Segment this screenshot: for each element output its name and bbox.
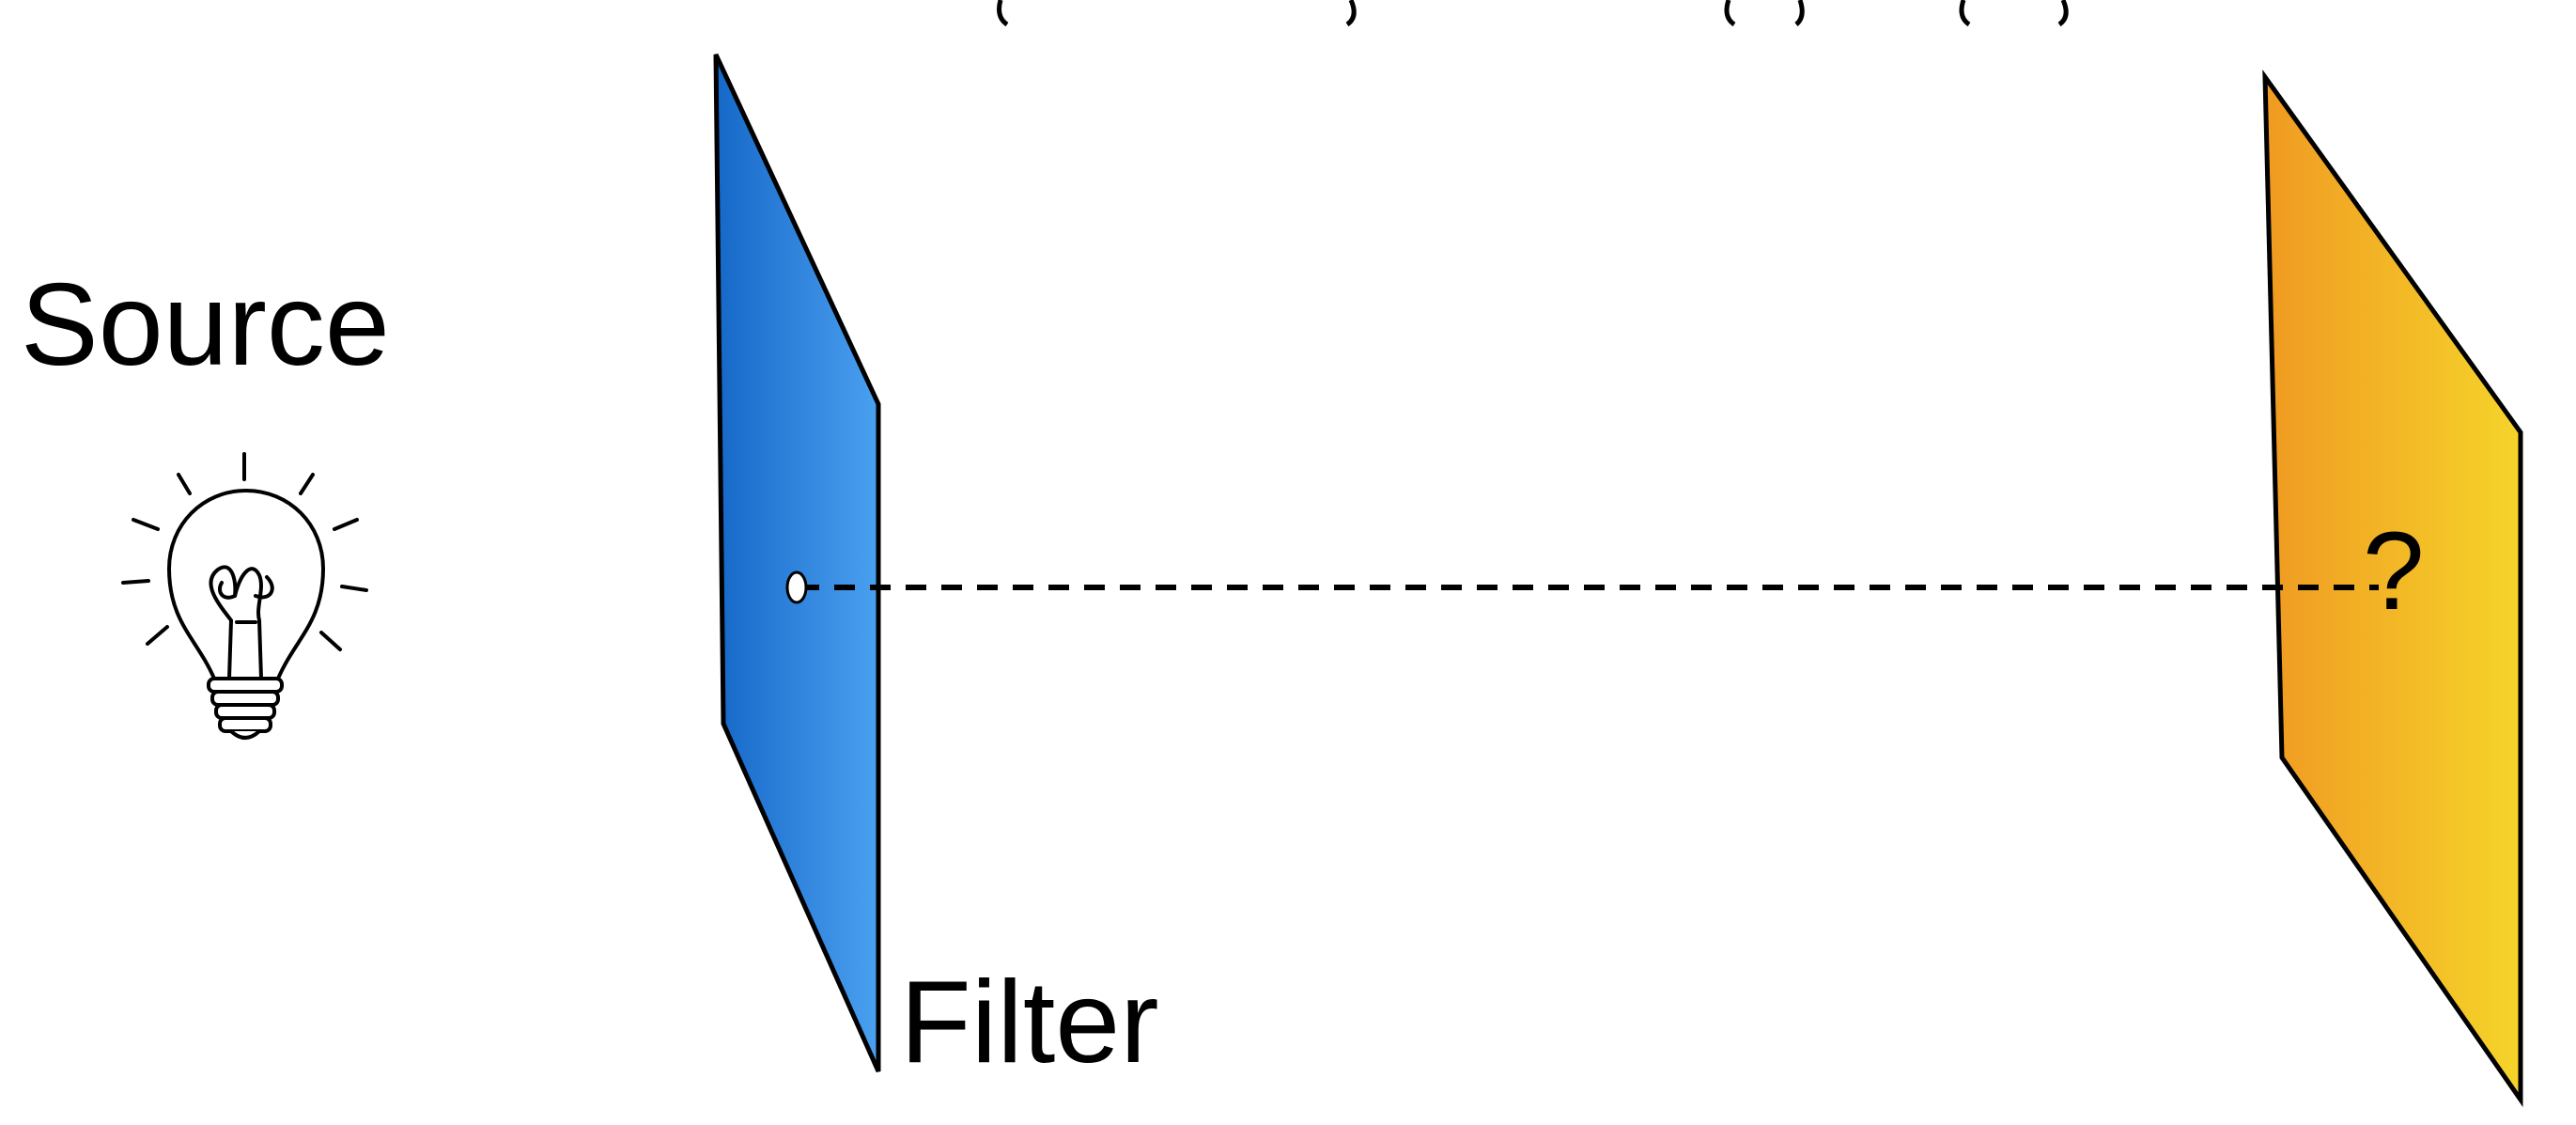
cropped-top-text xyxy=(997,0,2069,27)
source-label: Source xyxy=(21,260,390,390)
unknown-result-label: ? xyxy=(2363,509,2425,633)
lightbulb-icon xyxy=(121,452,368,740)
filter-aperture xyxy=(785,570,808,604)
filter-panel xyxy=(713,53,881,1073)
filter-label: Filter xyxy=(900,958,1159,1087)
screen-panel xyxy=(2262,69,2523,1107)
